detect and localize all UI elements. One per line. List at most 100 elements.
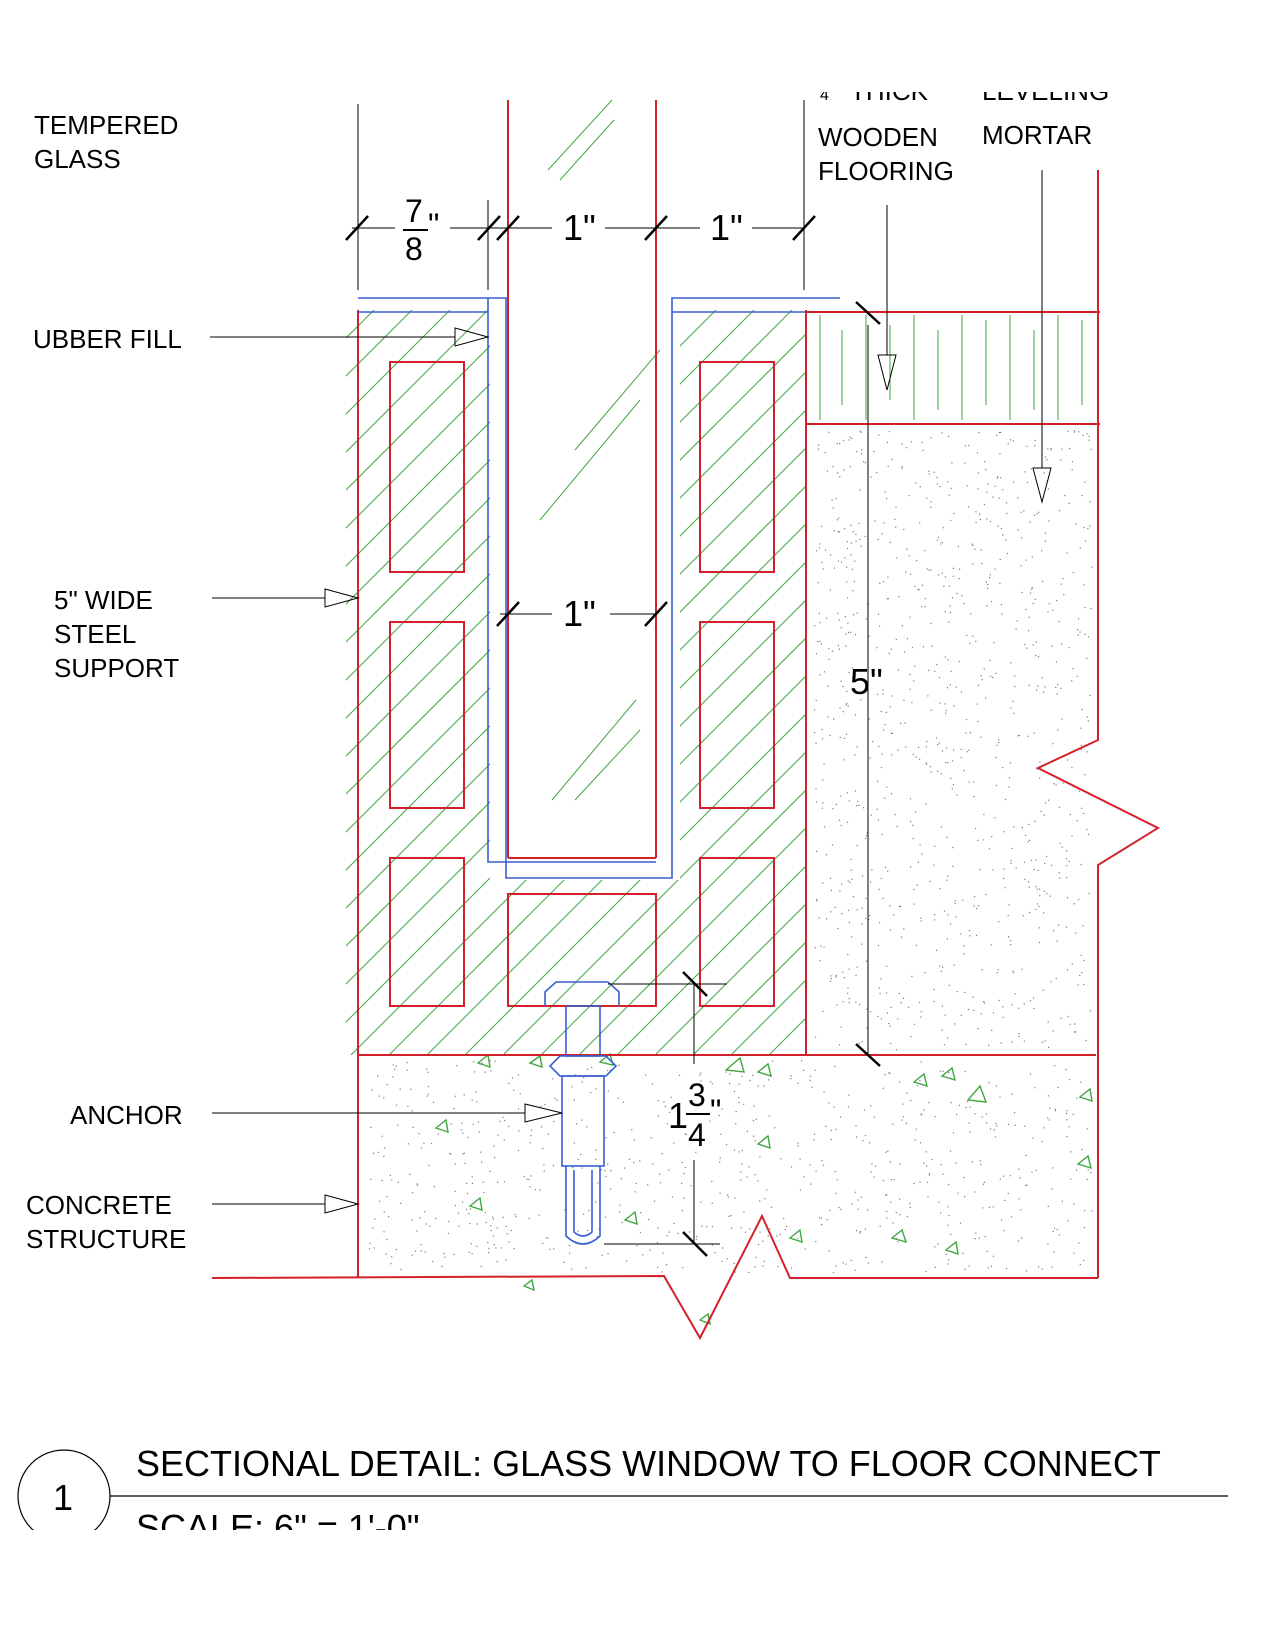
stipple-dot bbox=[595, 1149, 597, 1151]
stipple-dot bbox=[1060, 583, 1062, 585]
stipple-dot bbox=[668, 1111, 671, 1113]
stipple-dot bbox=[540, 1126, 543, 1128]
stipple-dot bbox=[461, 1122, 463, 1124]
stipple-dot bbox=[859, 538, 861, 540]
stipple-dot bbox=[466, 1192, 468, 1195]
stipple-dot bbox=[735, 1123, 737, 1125]
stipple-dot bbox=[662, 1252, 664, 1254]
stipple-dot bbox=[1039, 761, 1041, 763]
stipple-dot bbox=[953, 705, 955, 707]
stipple-dot bbox=[504, 1119, 506, 1121]
stipple-dot bbox=[856, 746, 858, 748]
stipple-dot bbox=[977, 488, 979, 490]
stipple-dot bbox=[738, 1083, 740, 1085]
stipple-dot bbox=[738, 1102, 740, 1104]
stipple-dot bbox=[895, 526, 897, 528]
stipple-dot bbox=[977, 472, 979, 474]
stipple-dot bbox=[887, 598, 889, 600]
stipple-dot bbox=[370, 1126, 372, 1128]
stipple-dot bbox=[911, 975, 913, 977]
stipple-dot bbox=[970, 613, 972, 615]
hatch-line bbox=[914, 300, 1275, 1100]
stipple-dot bbox=[827, 716, 829, 718]
stipple-dot bbox=[1068, 1126, 1070, 1128]
stipple-dot bbox=[958, 578, 960, 580]
stipple-dot bbox=[1028, 886, 1030, 888]
stipple-dot bbox=[990, 600, 993, 603]
stipple-dot bbox=[908, 555, 910, 557]
stipple-dot bbox=[868, 919, 870, 921]
stipple-dot bbox=[1086, 1128, 1088, 1130]
stipple-dot bbox=[720, 1133, 722, 1135]
stipple-dot bbox=[981, 679, 983, 681]
stipple-dot bbox=[852, 896, 854, 898]
glass-hatch bbox=[539, 100, 660, 801]
stipple-dot bbox=[845, 633, 847, 635]
stipple-dot bbox=[1005, 539, 1007, 541]
stipple-dot bbox=[1042, 691, 1045, 693]
stipple-dot bbox=[815, 699, 817, 702]
stipple-dot bbox=[882, 581, 885, 583]
stipple-dot bbox=[1029, 521, 1031, 523]
stipple-dot bbox=[1014, 685, 1016, 688]
stipple-dot bbox=[1042, 989, 1044, 991]
stipple-dot bbox=[454, 1163, 456, 1165]
stipple-dot bbox=[912, 753, 914, 756]
stipple-dot bbox=[748, 1166, 750, 1168]
stipple-dot bbox=[1059, 842, 1061, 844]
stipple-dot bbox=[1080, 749, 1082, 751]
stipple-dot bbox=[848, 1094, 850, 1096]
stipple-dot bbox=[407, 1143, 409, 1145]
stipple-dot bbox=[496, 1227, 498, 1229]
stipple-dot bbox=[855, 974, 857, 976]
stipple-dot bbox=[1060, 1017, 1062, 1019]
stipple-dot bbox=[886, 1012, 888, 1014]
stipple-dot bbox=[915, 756, 917, 758]
stipple-dot bbox=[1061, 846, 1063, 848]
stipple-dot bbox=[877, 944, 880, 947]
stipple-dot bbox=[503, 1181, 505, 1183]
stipple-dot bbox=[1027, 841, 1029, 843]
stipple-dot bbox=[818, 1217, 821, 1219]
stipple-dot bbox=[847, 597, 849, 599]
stipple-dot bbox=[554, 1097, 556, 1100]
stipple-dot bbox=[1021, 591, 1023, 593]
stipple-dot bbox=[997, 476, 999, 478]
dim-channel-inner: 1" bbox=[563, 593, 596, 634]
stipple-dot bbox=[700, 1080, 702, 1082]
stipple-dot bbox=[835, 803, 837, 806]
stipple-dot bbox=[753, 1105, 755, 1107]
stipple-dot bbox=[1084, 540, 1087, 542]
leader-arrows bbox=[210, 170, 1052, 1214]
stipple-dot bbox=[920, 1011, 922, 1013]
stipple-dot bbox=[1071, 963, 1073, 965]
stipple-dot bbox=[1024, 1125, 1026, 1127]
stipple-dot bbox=[695, 1151, 697, 1153]
hatch-line bbox=[346, 310, 499, 1055]
stipple-dot bbox=[889, 929, 892, 931]
stipple-dot bbox=[1053, 930, 1055, 932]
stipple-dot bbox=[490, 1070, 492, 1072]
stipple-dot bbox=[924, 549, 926, 552]
stipple-dot bbox=[1023, 510, 1025, 512]
stipple-dot bbox=[854, 714, 856, 716]
hatch-line bbox=[571, 310, 806, 1055]
stipple-dot bbox=[797, 1142, 799, 1144]
stipple-dot bbox=[804, 1248, 806, 1250]
stipple-dot bbox=[543, 1164, 545, 1166]
stipple-dot bbox=[651, 1083, 654, 1085]
stipple-dot bbox=[1006, 1267, 1008, 1270]
stipple-dot bbox=[1009, 1175, 1011, 1177]
stipple-dot bbox=[838, 648, 840, 650]
stipple-dot bbox=[881, 753, 883, 755]
hatch-line bbox=[346, 310, 803, 1055]
stipple-dot bbox=[830, 1139, 832, 1141]
stipple-dot bbox=[898, 1081, 901, 1083]
stipple-dot bbox=[518, 1149, 520, 1152]
stipple-dot bbox=[903, 699, 905, 701]
label-steel-support-line3: SUPPORT bbox=[54, 653, 179, 683]
stipple-dot bbox=[956, 1113, 958, 1116]
stipple-dot bbox=[797, 1237, 799, 1239]
stipple-dot bbox=[955, 916, 957, 918]
stipple-dot bbox=[856, 1136, 858, 1138]
